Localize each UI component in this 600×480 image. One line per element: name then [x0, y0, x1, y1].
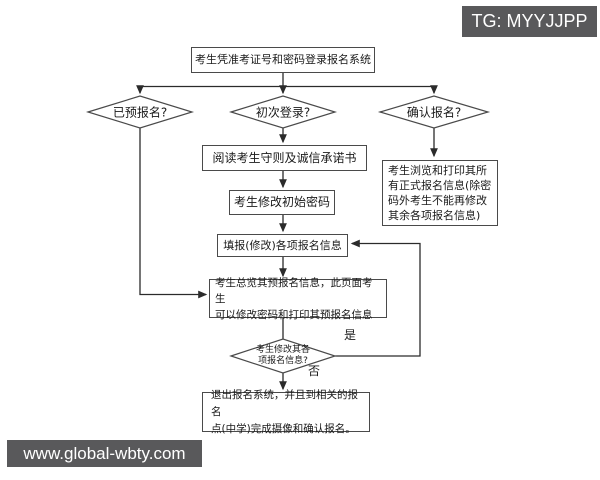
decision-first-login-label: 初次登录? [255, 105, 311, 120]
connector-yes-loop [335, 239, 421, 357]
overview-node: 考生总览其预报名信息，此页面考生 可以修改密码和打印其预报名信息 [209, 277, 387, 321]
decision-preregistered-label: 已预报名? [112, 105, 168, 120]
no-branch-label: 否 [308, 364, 321, 378]
start-node: 考生凭准考证号和密码登录报名系统 [191, 47, 375, 73]
fill-info-node: 填报(修改)各项报名信息 [217, 234, 348, 257]
yes-branch-label: 是 [344, 328, 357, 342]
decision-first-login-shape [228, 95, 338, 129]
website-watermark-badge: www.global-wbty.com [7, 440, 202, 467]
decision-confirm-label: 确认报名? [406, 105, 462, 120]
confirm-browse-node: 考生浏览和打印其所 有正式报名信息(除密 码外考生不能再修改 其余各项报名信息) [382, 160, 498, 226]
read-rules-node: 阅读考生守则及诚信承诺书 [202, 145, 367, 171]
change-password-node: 考生修改初始密码 [229, 190, 335, 215]
decision-preregistered-shape [85, 95, 195, 129]
tg-watermark-badge: TG: MYYJJPP [462, 6, 597, 37]
decision-modify-shape [229, 338, 337, 374]
connector-preregistered-to-overview [139, 128, 208, 299]
decision-confirm-shape [377, 95, 491, 129]
decision-modify-label: 考生修改其各 项报名信息? [255, 345, 311, 366]
exit-node: 退出报名系统，并且到相关的报名 点(中学)完成摄像和确认报名。 [202, 389, 370, 435]
